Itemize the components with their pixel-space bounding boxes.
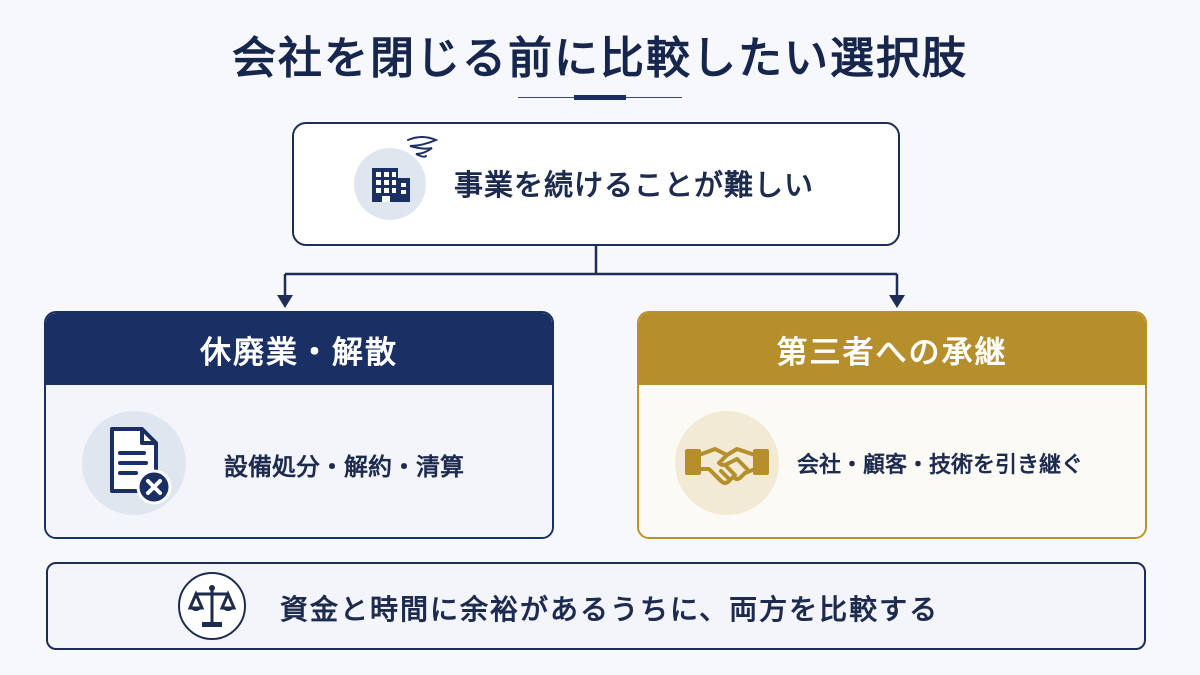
situation-box: 事業を続けることが難しい (292, 122, 900, 246)
option-card-succession: 第三者への承継 会社・顧客・技術を引き継ぐ (637, 311, 1147, 539)
option-card-description: 設備処分・解約・清算 (224, 453, 464, 481)
arrow-left-icon (277, 295, 293, 308)
building-icon (354, 148, 426, 220)
advice-text: 資金と時間に余裕があるうちに、両方を比較する (280, 593, 940, 626)
option-card-header: 休廃業・解散 (46, 313, 552, 385)
option-card-closure: 休廃業・解散 設備処分・解約・清算 (44, 311, 554, 539)
advice-box: 資金と時間に余裕があるうちに、両方を比較する (46, 562, 1146, 650)
arrow-right-icon (889, 295, 905, 308)
handshake-icon (675, 411, 779, 515)
option-card-description: 会社・顧客・技術を引き継ぐ (797, 453, 1084, 478)
situation-text: 事業を続けることが難しい (454, 168, 815, 202)
document-cancel-icon (82, 411, 186, 515)
option-card-header: 第三者への承継 (639, 313, 1145, 385)
title-underline-accent (574, 95, 626, 100)
page-title: 会社を閉じる前に比較したい選択肢 (232, 33, 968, 84)
balance-scale-icon (178, 572, 246, 640)
stress-swirl-icon (407, 136, 439, 158)
